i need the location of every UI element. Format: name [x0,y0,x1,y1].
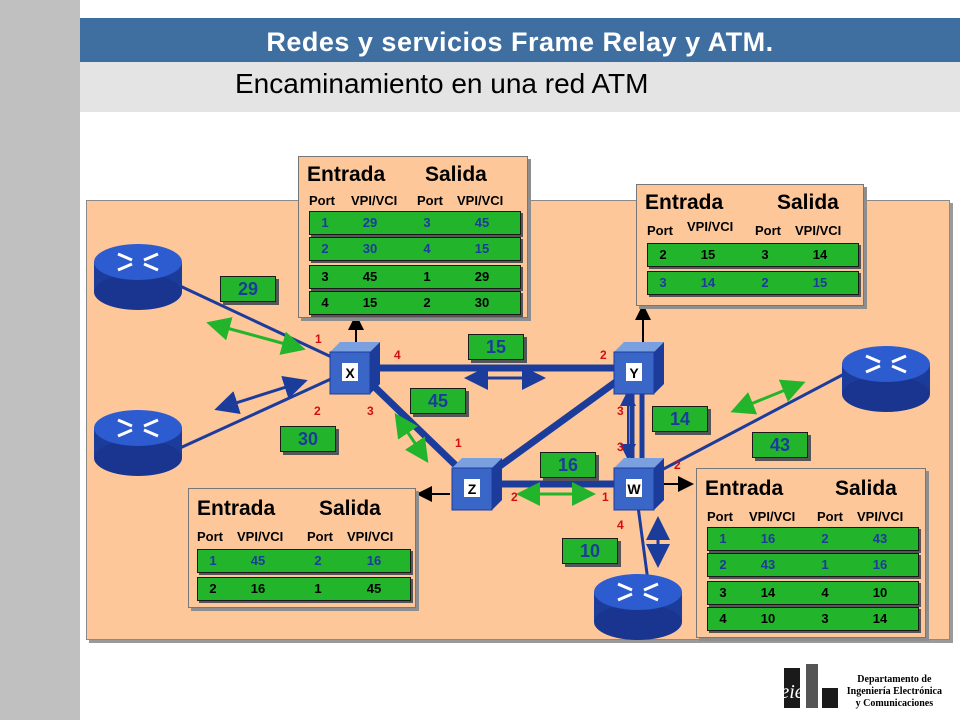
port-label: 3 [617,404,624,418]
port-label: 2 [511,490,518,504]
routing-table-x: Entrada Salida Port VPI/VCI Port VPI/VCI… [298,156,528,318]
entrada-heading: Entrada [307,163,386,186]
port-label: 4 [617,518,624,532]
routing-table-w: Entrada Salida Port VPI/VCI Port VPI/VCI… [696,468,926,638]
entrada-heading: Entrada [645,191,724,214]
vci-box: 45 [410,388,466,414]
atm-switch-z: Z [451,458,502,511]
vci-box: 15 [468,334,524,360]
entrada-heading: Entrada [705,477,784,500]
atm-switch-x: X [329,342,380,395]
port-label: 2 [600,348,607,362]
port-heading: Port [197,529,223,544]
vci-box: 14 [652,406,708,432]
port-heading: Port [309,193,335,208]
router-icon [842,346,930,412]
port-heading: Port [417,193,443,208]
logo-text: eie [784,681,804,703]
salida-heading: Salida [319,497,381,520]
vpivci-heading: VPI/VCI [457,193,504,208]
vci-box: 30 [280,426,336,452]
port-label: 3 [367,404,374,418]
vci-box: 10 [562,538,618,564]
entrada-heading: Entrada [197,497,276,520]
vpivci-heading: VPI/VCI [795,223,842,238]
vpivci-heading: VPI/VCI [687,219,734,234]
port-label: 1 [315,332,322,346]
port-heading: Port [647,223,673,238]
port-heading: Port [707,509,733,524]
port-label: 3 [617,440,624,454]
router-icon [94,244,182,310]
atm-switch-w: W [613,458,664,511]
vci-box: 16 [540,452,596,478]
port-label: 2 [674,458,681,472]
router-icon [94,410,182,476]
port-label: 2 [314,404,321,418]
port-label: 4 [394,348,401,362]
router-icon [594,574,682,640]
port-heading: Port [755,223,781,238]
atm-switch-y: Y [613,342,664,395]
salida-heading: Salida [835,477,897,500]
svg-text:W: W [627,481,641,497]
table-connectors [348,304,694,502]
svg-text:Y: Y [629,365,639,381]
slide-header: Redes y servicios Frame Relay y ATM. [80,18,960,62]
vpivci-heading: VPI/VCI [347,529,394,544]
department-logo: eie [784,664,838,708]
footer-line: y Comunicaciones [855,698,934,709]
vpivci-heading: VPI/VCI [237,529,284,544]
footer-line: Ingeniería Electrónica [846,686,942,697]
vpivci-heading: VPI/VCI [857,509,904,524]
port-label: 1 [455,436,462,450]
flow-arrows [206,317,806,568]
footer-line: Departamento de [857,674,932,685]
salida-heading: Salida [777,191,839,214]
slide-title: Redes y servicios Frame Relay y ATM. [266,27,774,57]
port-label: 1 [602,490,609,504]
svg-text:Z: Z [468,481,477,497]
salida-heading: Salida [425,163,487,186]
vci-box: 29 [220,276,276,302]
vci-box: 43 [752,432,808,458]
department-footer: Departamento de Ingeniería Electrónica y… [847,674,942,710]
routing-table-y: Entrada Salida Port VPI/VCI Port VPI/VCI… [636,184,864,306]
svg-text:X: X [345,365,355,381]
slide-subtitle: Encaminamiento en una red ATM [235,68,649,99]
slide-subheader: Encaminamiento en una red ATM [80,62,960,112]
port-heading: Port [307,529,333,544]
left-sidebar-bar [0,0,80,720]
routing-table-z: Entrada Salida Port VPI/VCI Port VPI/VCI… [188,488,416,608]
vpivci-heading: VPI/VCI [749,509,796,524]
port-heading: Port [817,509,843,524]
vpivci-heading: VPI/VCI [351,193,398,208]
